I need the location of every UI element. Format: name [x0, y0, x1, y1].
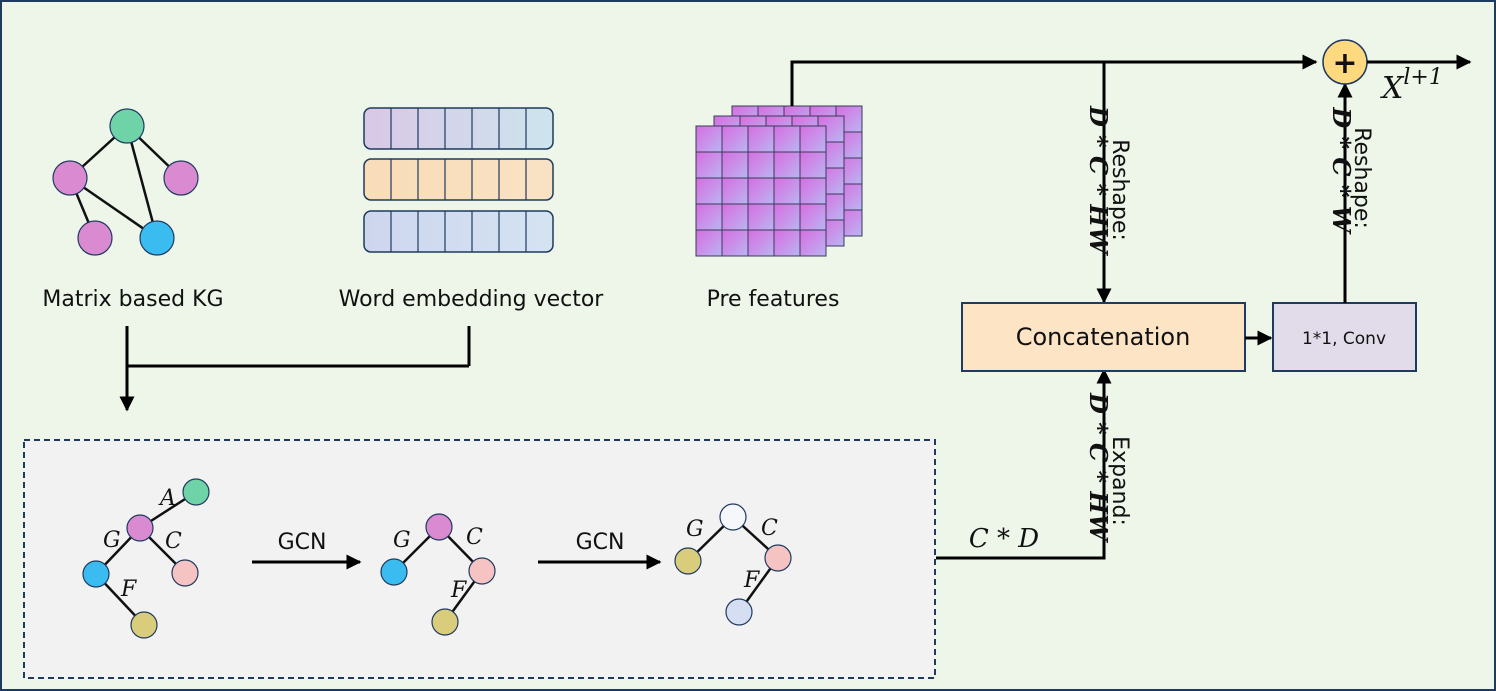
pre-features-label: Pre features	[707, 287, 840, 312]
svg-text:D * C * HW: D * C * HW	[1084, 105, 1113, 256]
node-label-F: F	[120, 577, 137, 602]
feature-to-plus-line	[790, 54, 1318, 106]
embedding-row	[363, 158, 554, 201]
node-label-G: G	[393, 528, 411, 553]
node-label-C: C	[165, 529, 182, 554]
reshape-label-2: Reshape:	[1349, 127, 1374, 229]
merge-connector	[119, 326, 471, 412]
feature-map-layer	[695, 125, 827, 257]
node-label-A: A	[158, 486, 176, 511]
conv-block	[1272, 302, 1417, 372]
add-operator-symbol: +	[1332, 46, 1357, 81]
embedding-row	[363, 210, 554, 253]
node-label-F: F	[743, 568, 760, 593]
cd-label: C * D	[969, 524, 1039, 554]
output-label: Xl+1	[1380, 65, 1443, 106]
word-embedding-label: Word embedding vector	[339, 287, 605, 312]
graph-stage-3: G C F	[674, 503, 792, 626]
node-label-G: G	[103, 528, 121, 553]
graph-stage-1: A G C F	[82, 478, 210, 639]
svg-text:D * C * HW: D * C * HW	[1084, 392, 1113, 543]
gcn-label-2: GCN	[576, 530, 625, 555]
pre-features-icon	[695, 105, 863, 257]
gcn-label-1: GCN	[278, 530, 327, 555]
concatenation-block	[961, 302, 1246, 372]
svg-text:Reshape:: Reshape:	[1107, 139, 1132, 241]
kg-label: Matrix based KG	[42, 287, 223, 312]
reshape-dim-label-1: D * C * HW	[1084, 105, 1113, 256]
node-label-C: C	[761, 516, 778, 541]
concatenation-label: Concatenation	[1016, 323, 1191, 351]
reshape-label-1: Reshape:	[1107, 139, 1132, 241]
node-label-C: C	[466, 525, 483, 550]
svg-text:D * C * W: D * C * W	[1327, 106, 1356, 234]
expand-arrow	[936, 368, 1112, 560]
svg-text:Reshape:: Reshape:	[1349, 127, 1374, 229]
embedding-row	[363, 107, 554, 150]
svg-text:Expand:: Expand:	[1107, 436, 1132, 526]
word-embedding-icon	[363, 107, 554, 253]
expand-label: Expand:	[1107, 436, 1132, 526]
conv-label: 1*1, Conv	[1302, 329, 1386, 349]
node-label-G: G	[686, 517, 704, 542]
node-label-F: F	[450, 578, 467, 603]
kg-graph-icon	[52, 108, 199, 256]
graph-stage-2: G C F	[380, 513, 496, 636]
expand-dim-label: D * C * HW	[1084, 392, 1113, 543]
reshape-dim-label-2: D * C * W	[1327, 106, 1356, 234]
